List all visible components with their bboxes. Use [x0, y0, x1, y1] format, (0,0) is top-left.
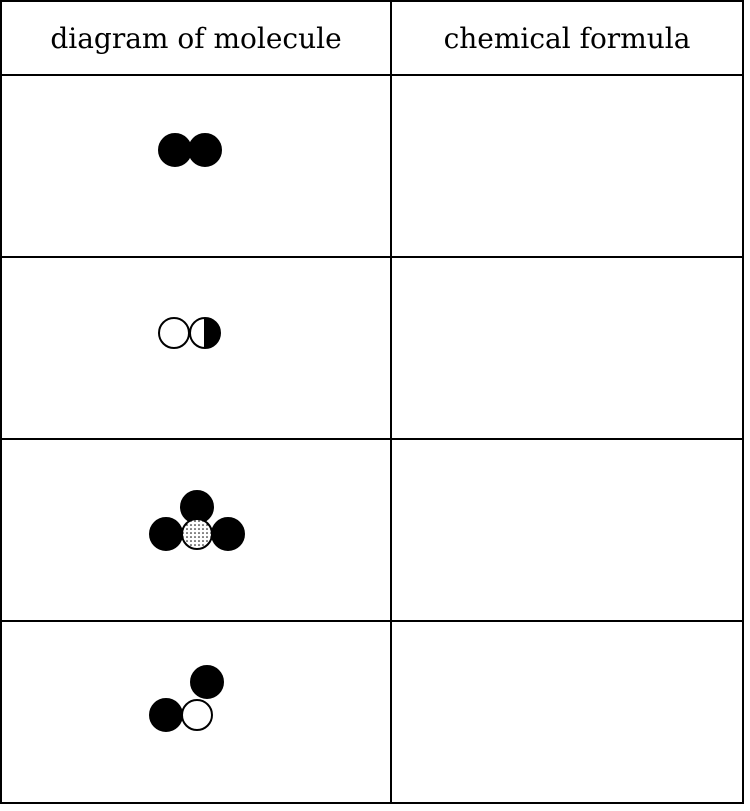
atom-2 [190, 665, 224, 699]
formula-cell[interactable] [390, 74, 744, 258]
formula-cell[interactable] [390, 438, 744, 622]
diagram-cell [0, 438, 392, 622]
table-row [0, 256, 744, 440]
header-row: diagram of molecule chemical formula [0, 0, 744, 76]
header-formula: chemical formula [390, 0, 744, 76]
atom-1 [158, 317, 190, 349]
atom-4 [181, 518, 213, 550]
molecule-diagram-2 [158, 317, 221, 349]
formula-cell[interactable] [390, 256, 744, 440]
table-row [0, 438, 744, 622]
formula-cell[interactable] [390, 620, 744, 804]
atom-1 [149, 698, 183, 732]
atom-1 [158, 133, 192, 167]
diagram-cell [0, 256, 392, 440]
atom-2 [149, 517, 183, 551]
atom-3 [211, 517, 245, 551]
atom-2 [188, 133, 222, 167]
table-row [0, 620, 744, 804]
table-row [0, 74, 744, 258]
atom-half-fill [205, 318, 220, 348]
molecule-diagram-4 [149, 665, 224, 732]
molecule-diagram-3 [149, 490, 245, 551]
atom-3 [181, 699, 213, 731]
diagram-cell [0, 74, 392, 258]
header-diagram: diagram of molecule [0, 0, 392, 76]
molecule-diagram-1 [158, 133, 222, 167]
diagram-cell [0, 620, 392, 804]
